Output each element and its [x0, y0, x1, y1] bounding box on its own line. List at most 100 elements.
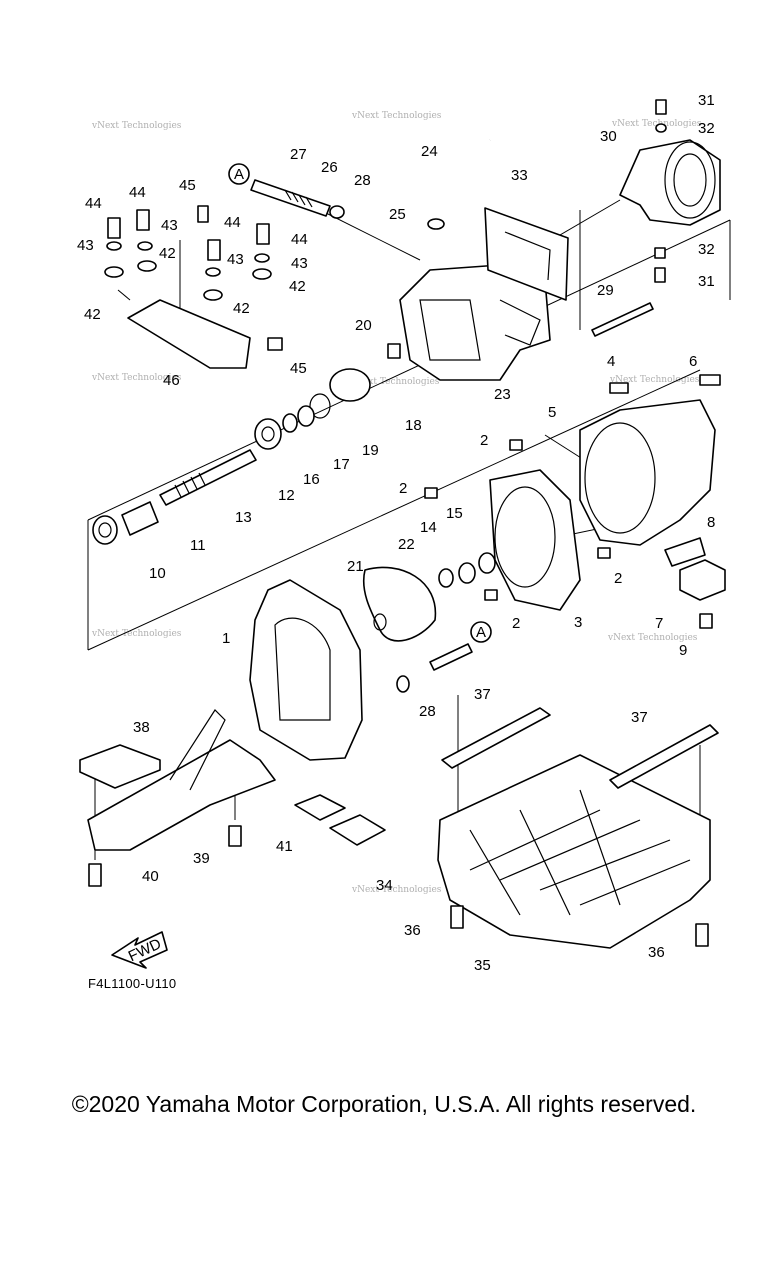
callout: 16 — [303, 471, 320, 488]
watermark: vNext Technologies — [607, 633, 698, 643]
svg-text:A: A — [234, 166, 244, 183]
pump-housing-1 — [249, 579, 363, 761]
bolt-41 — [228, 825, 242, 847]
bearing-10 — [92, 515, 118, 545]
watermark: vNext Technologies — [351, 111, 442, 121]
washer-16 — [282, 413, 298, 433]
mount-38 — [79, 744, 161, 789]
watermark: vNext Technologies — [349, 377, 440, 387]
callout: 23 — [494, 386, 511, 403]
shaft-26 — [250, 179, 331, 217]
bolt-29 — [591, 302, 654, 337]
callout: 6 — [689, 353, 697, 370]
callout: 43 — [161, 217, 178, 234]
callout: 32 — [698, 241, 715, 258]
callout: 44 — [85, 195, 102, 212]
callout: 2 — [399, 480, 407, 497]
callout: 20 — [355, 317, 372, 334]
bracket-7 — [679, 559, 726, 601]
spacer-14 — [458, 562, 476, 584]
clamp-28-top — [329, 205, 345, 219]
callout: 45 — [179, 177, 196, 194]
callout: 33 — [511, 167, 528, 184]
callout: 25 — [389, 206, 406, 223]
callout: 42 — [289, 278, 306, 295]
callout: 31 — [698, 92, 715, 109]
pad-34-a — [294, 794, 346, 821]
watermark: vNext Technologies — [351, 885, 442, 895]
cap-18 — [329, 368, 371, 402]
plate-33 — [484, 207, 569, 301]
callout: 2 — [614, 570, 622, 587]
callout: 11 — [190, 537, 206, 554]
callout: 37 — [631, 709, 648, 726]
bolt-40 — [88, 863, 102, 887]
callout: 28 — [419, 703, 436, 720]
sleeve-2-a — [509, 439, 523, 451]
impeller-21 — [362, 566, 437, 642]
washers-left — [104, 205, 283, 351]
bolt-20 — [387, 343, 401, 359]
callout: 43 — [77, 237, 94, 254]
nut-32-bottom — [654, 247, 666, 259]
callout: 42 — [84, 306, 101, 323]
bolt-9 — [699, 613, 713, 629]
callout: 32 — [698, 120, 715, 137]
sleeve-2-d — [484, 589, 498, 601]
callout: 18 — [405, 417, 422, 434]
ref-circle-a-bottom — [470, 621, 492, 643]
bracket-39 — [87, 739, 276, 851]
callout: 46 — [163, 372, 180, 389]
callout: 27 — [290, 146, 307, 163]
callout: 42 — [159, 245, 176, 262]
callout: 13 — [235, 509, 252, 526]
callout: 10 — [149, 565, 166, 582]
washer-22 — [438, 568, 454, 588]
callout: 36 — [404, 922, 421, 939]
watermark: vNext Technologies — [611, 119, 702, 129]
nozzle-duct-30 — [619, 139, 721, 226]
bolt-31-bottom — [654, 267, 666, 283]
callout: 4 — [607, 353, 615, 370]
callout: 38 — [133, 719, 150, 736]
callout: 43 — [291, 255, 308, 272]
callout: 45 — [290, 360, 307, 377]
callout: 2 — [512, 615, 520, 632]
rail-37-left — [441, 707, 551, 769]
bearing-12 — [254, 418, 282, 450]
bolt-6 — [699, 374, 721, 386]
callout: 21 — [347, 558, 364, 575]
shaft-a-lower — [429, 643, 473, 671]
copyright-notice: ©2020 Yamaha Motor Corporation, U.S.A. A… — [71, 1091, 697, 1117]
callout: 39 — [193, 850, 210, 867]
callout: 1 — [222, 630, 230, 647]
callout: 9 — [679, 642, 687, 659]
callout: 22 — [398, 536, 415, 553]
o-ring-19 — [309, 393, 331, 419]
callout: 12 — [278, 487, 295, 504]
callout: 35 — [474, 957, 491, 974]
clamp-25 — [427, 218, 445, 230]
bracket-46 — [127, 299, 251, 369]
callout: 42 — [233, 300, 250, 317]
rail-37-right — [609, 724, 719, 789]
callout: 17 — [333, 456, 350, 473]
callout: 3 — [574, 614, 582, 631]
callout: 2 — [480, 432, 488, 449]
callout: 41 — [276, 838, 293, 855]
callout: 7 — [655, 615, 663, 632]
callout: 36 — [648, 944, 665, 961]
callout: 19 — [362, 442, 379, 459]
figure-code: F4L1100-U110 — [88, 976, 177, 991]
callout: 44 — [291, 231, 308, 248]
callout: 34 — [376, 877, 393, 894]
callout: 15 — [446, 505, 463, 522]
nut-32-top — [655, 123, 667, 133]
callout: 37 — [474, 686, 491, 703]
ref-marks: A A — [228, 163, 492, 643]
svg-text:A: A — [476, 624, 486, 641]
callout: 44 — [224, 214, 241, 231]
callout: 26 — [321, 159, 338, 176]
impeller-housing-3 — [489, 469, 581, 611]
